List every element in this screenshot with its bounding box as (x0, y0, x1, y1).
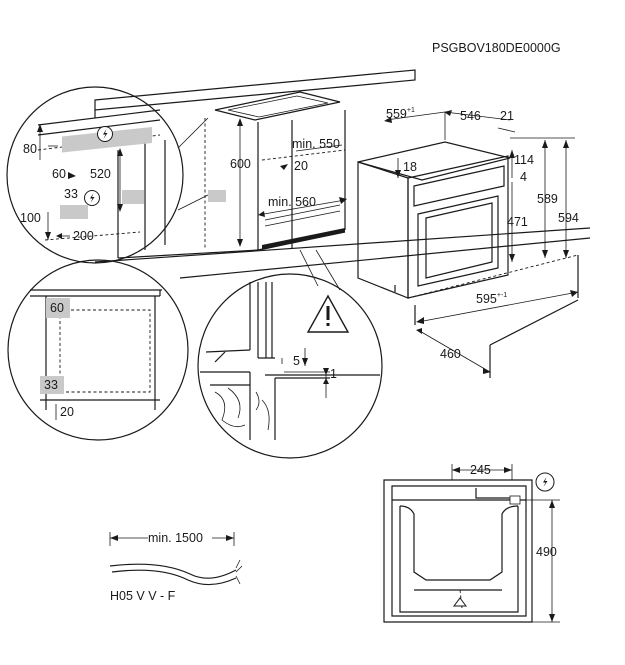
side-dim-60: 60 (50, 301, 64, 315)
dim-114: 114 (514, 153, 534, 167)
cable-line (109, 563, 237, 579)
dim-100: 100 (20, 211, 41, 225)
dim-460: 460 (440, 347, 461, 361)
oven-iso: 18 559+1 546 21 114 4 471 589 594 (357, 107, 579, 378)
oven-control-panel (413, 165, 505, 207)
dim-559: 559+1 (386, 107, 415, 121)
dim-546: 546 (460, 109, 481, 123)
top-clearance-zone (46, 298, 70, 318)
dim-559-value: 559 (386, 107, 407, 121)
model-code: PSGBOV180DE0000G (432, 41, 561, 55)
dim-33: 33 (64, 187, 78, 201)
dim-200: 200 (73, 229, 94, 243)
dim-245: 245 (470, 463, 491, 477)
dim-20: 20 (294, 159, 308, 173)
oven-side (357, 161, 409, 299)
side-dim-33: 33 (44, 378, 58, 392)
dim-80: 80 (23, 142, 37, 156)
vent-grille (262, 228, 345, 250)
dim-min560: min. 560 (268, 195, 316, 209)
dim-595-tol: +-1 (497, 292, 507, 299)
dim-490: 490 (536, 545, 557, 559)
cable-type: H05 V V - F (110, 589, 176, 603)
dim-1: 1 (330, 367, 337, 381)
front-view: 245 490 (383, 463, 560, 623)
dim-4: 4 (520, 170, 527, 184)
kitchen-cabinet (94, 69, 591, 291)
dim-589: 589 (537, 192, 558, 206)
socket-marker (208, 190, 226, 202)
worktop (94, 69, 416, 111)
dim-520: 520 (90, 167, 111, 181)
detail-circle-socket: 80 60 520 33 100 200 (6, 86, 184, 264)
dim-min1500: min. 1500 (148, 531, 203, 545)
side-dim-20: 20 (60, 405, 74, 419)
dim-600: 600 (230, 157, 251, 171)
dim-559-tol: +1 (407, 107, 415, 114)
detail-circle-warning: 5 1 (197, 273, 383, 459)
dim-595: 595+-1 (476, 292, 507, 306)
oven-door-glass (417, 195, 499, 287)
dim-471: 471 (507, 215, 528, 229)
detail-circle-side: 60 33 20 (7, 259, 189, 441)
dim-min550: min. 550 (292, 137, 340, 151)
cabinet-dimensions: 600 min. 550 20 min. 560 (230, 118, 347, 247)
hob (214, 91, 341, 121)
lower-socket-zone (60, 205, 88, 219)
dim-595-value: 595 (476, 292, 497, 306)
cable-detail: min. 1500 H05 V V - F (109, 531, 243, 603)
dim-594: 594 (558, 211, 579, 225)
bottom-clearance-zone (40, 376, 64, 394)
lower-socket-zone-2 (122, 190, 144, 204)
dim-21: 21 (500, 109, 514, 123)
dim-5: 5 (293, 354, 300, 368)
socket-box (509, 495, 521, 505)
dim-60: 60 (52, 167, 66, 181)
dim-18: 18 (403, 160, 417, 174)
